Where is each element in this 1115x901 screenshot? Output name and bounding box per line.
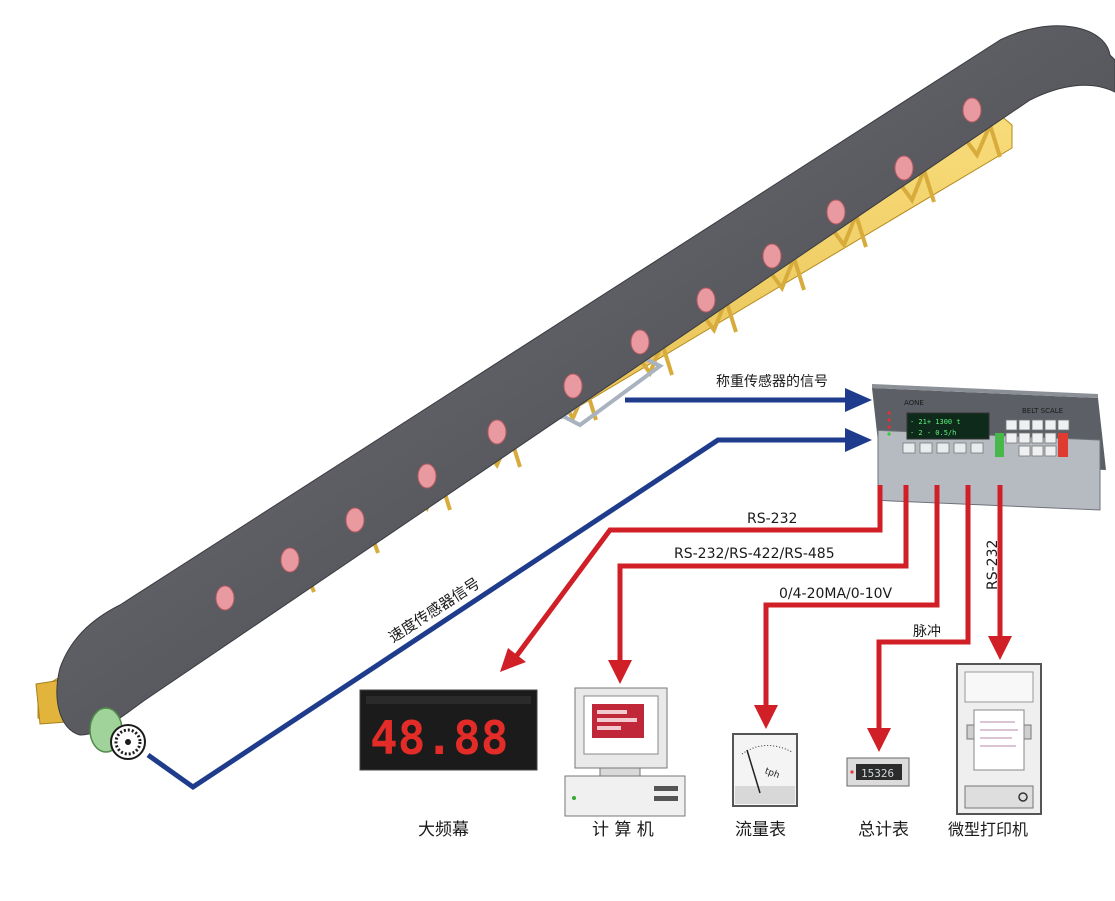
function-keys (902, 442, 984, 454)
totalizer-label: 总计表 (858, 820, 909, 840)
rs232-display-label: RS-232 (747, 511, 797, 527)
idler-rollers (215, 97, 982, 611)
controller-model: BELT SCALE (1022, 407, 1063, 415)
printer-label: 微型打印机 (948, 820, 1028, 839)
controller-display (906, 412, 990, 440)
big-screen: 48.88 (359, 689, 538, 771)
computer-label: 计 算 机 (592, 820, 654, 840)
analog-arrow (763, 485, 940, 710)
rs232-display-arrow (512, 485, 883, 660)
rs232-printer-label: RS-232 (985, 540, 1001, 590)
pulse-arrow (876, 485, 971, 733)
flow-meter-label: 流量表 (735, 820, 786, 840)
weigh-signal-label: 称重传感器的信号 (716, 373, 828, 390)
green-key (995, 433, 1004, 457)
belt-scale-controller: AONE BELT SCALE - 21+ 1300 t - 2 - 0.5/h (872, 384, 1106, 511)
totalizer: 15326 (846, 757, 910, 787)
flow-meter-unit: tph (763, 767, 780, 782)
totalizer-value: 15326 (861, 767, 894, 780)
display-line-1: - 21+ 1300 t (910, 418, 961, 426)
output-arrowheads (500, 636, 1012, 752)
rs-multi-arrow (617, 485, 909, 665)
red-key (1058, 433, 1068, 457)
numeric-keypad (1005, 419, 1070, 457)
display-line-2: - 2 - 0.5/h (910, 429, 956, 437)
big-screen-digits: 48.88 (370, 711, 508, 765)
flow-meter: tph (732, 733, 798, 807)
speed-signal-arrow (146, 437, 848, 791)
status-leds (887, 411, 891, 436)
rs-multi-label: RS-232/RS-422/RS-485 (674, 546, 835, 562)
conveyor (35, 25, 1115, 760)
mini-printer (956, 663, 1042, 815)
speed-signal-label: 速度传感器信号 (385, 574, 483, 646)
analog-label: 0/4-20MA/0-10V (779, 586, 893, 602)
speed-sensor-wheel (110, 724, 146, 760)
computer (564, 687, 686, 817)
controller-brand: AONE (904, 399, 924, 407)
pulse-label: 脉冲 (913, 624, 941, 640)
big-screen-label: 大频幕 (418, 820, 469, 840)
output-signals (512, 485, 1003, 733)
belt (56, 25, 1115, 736)
